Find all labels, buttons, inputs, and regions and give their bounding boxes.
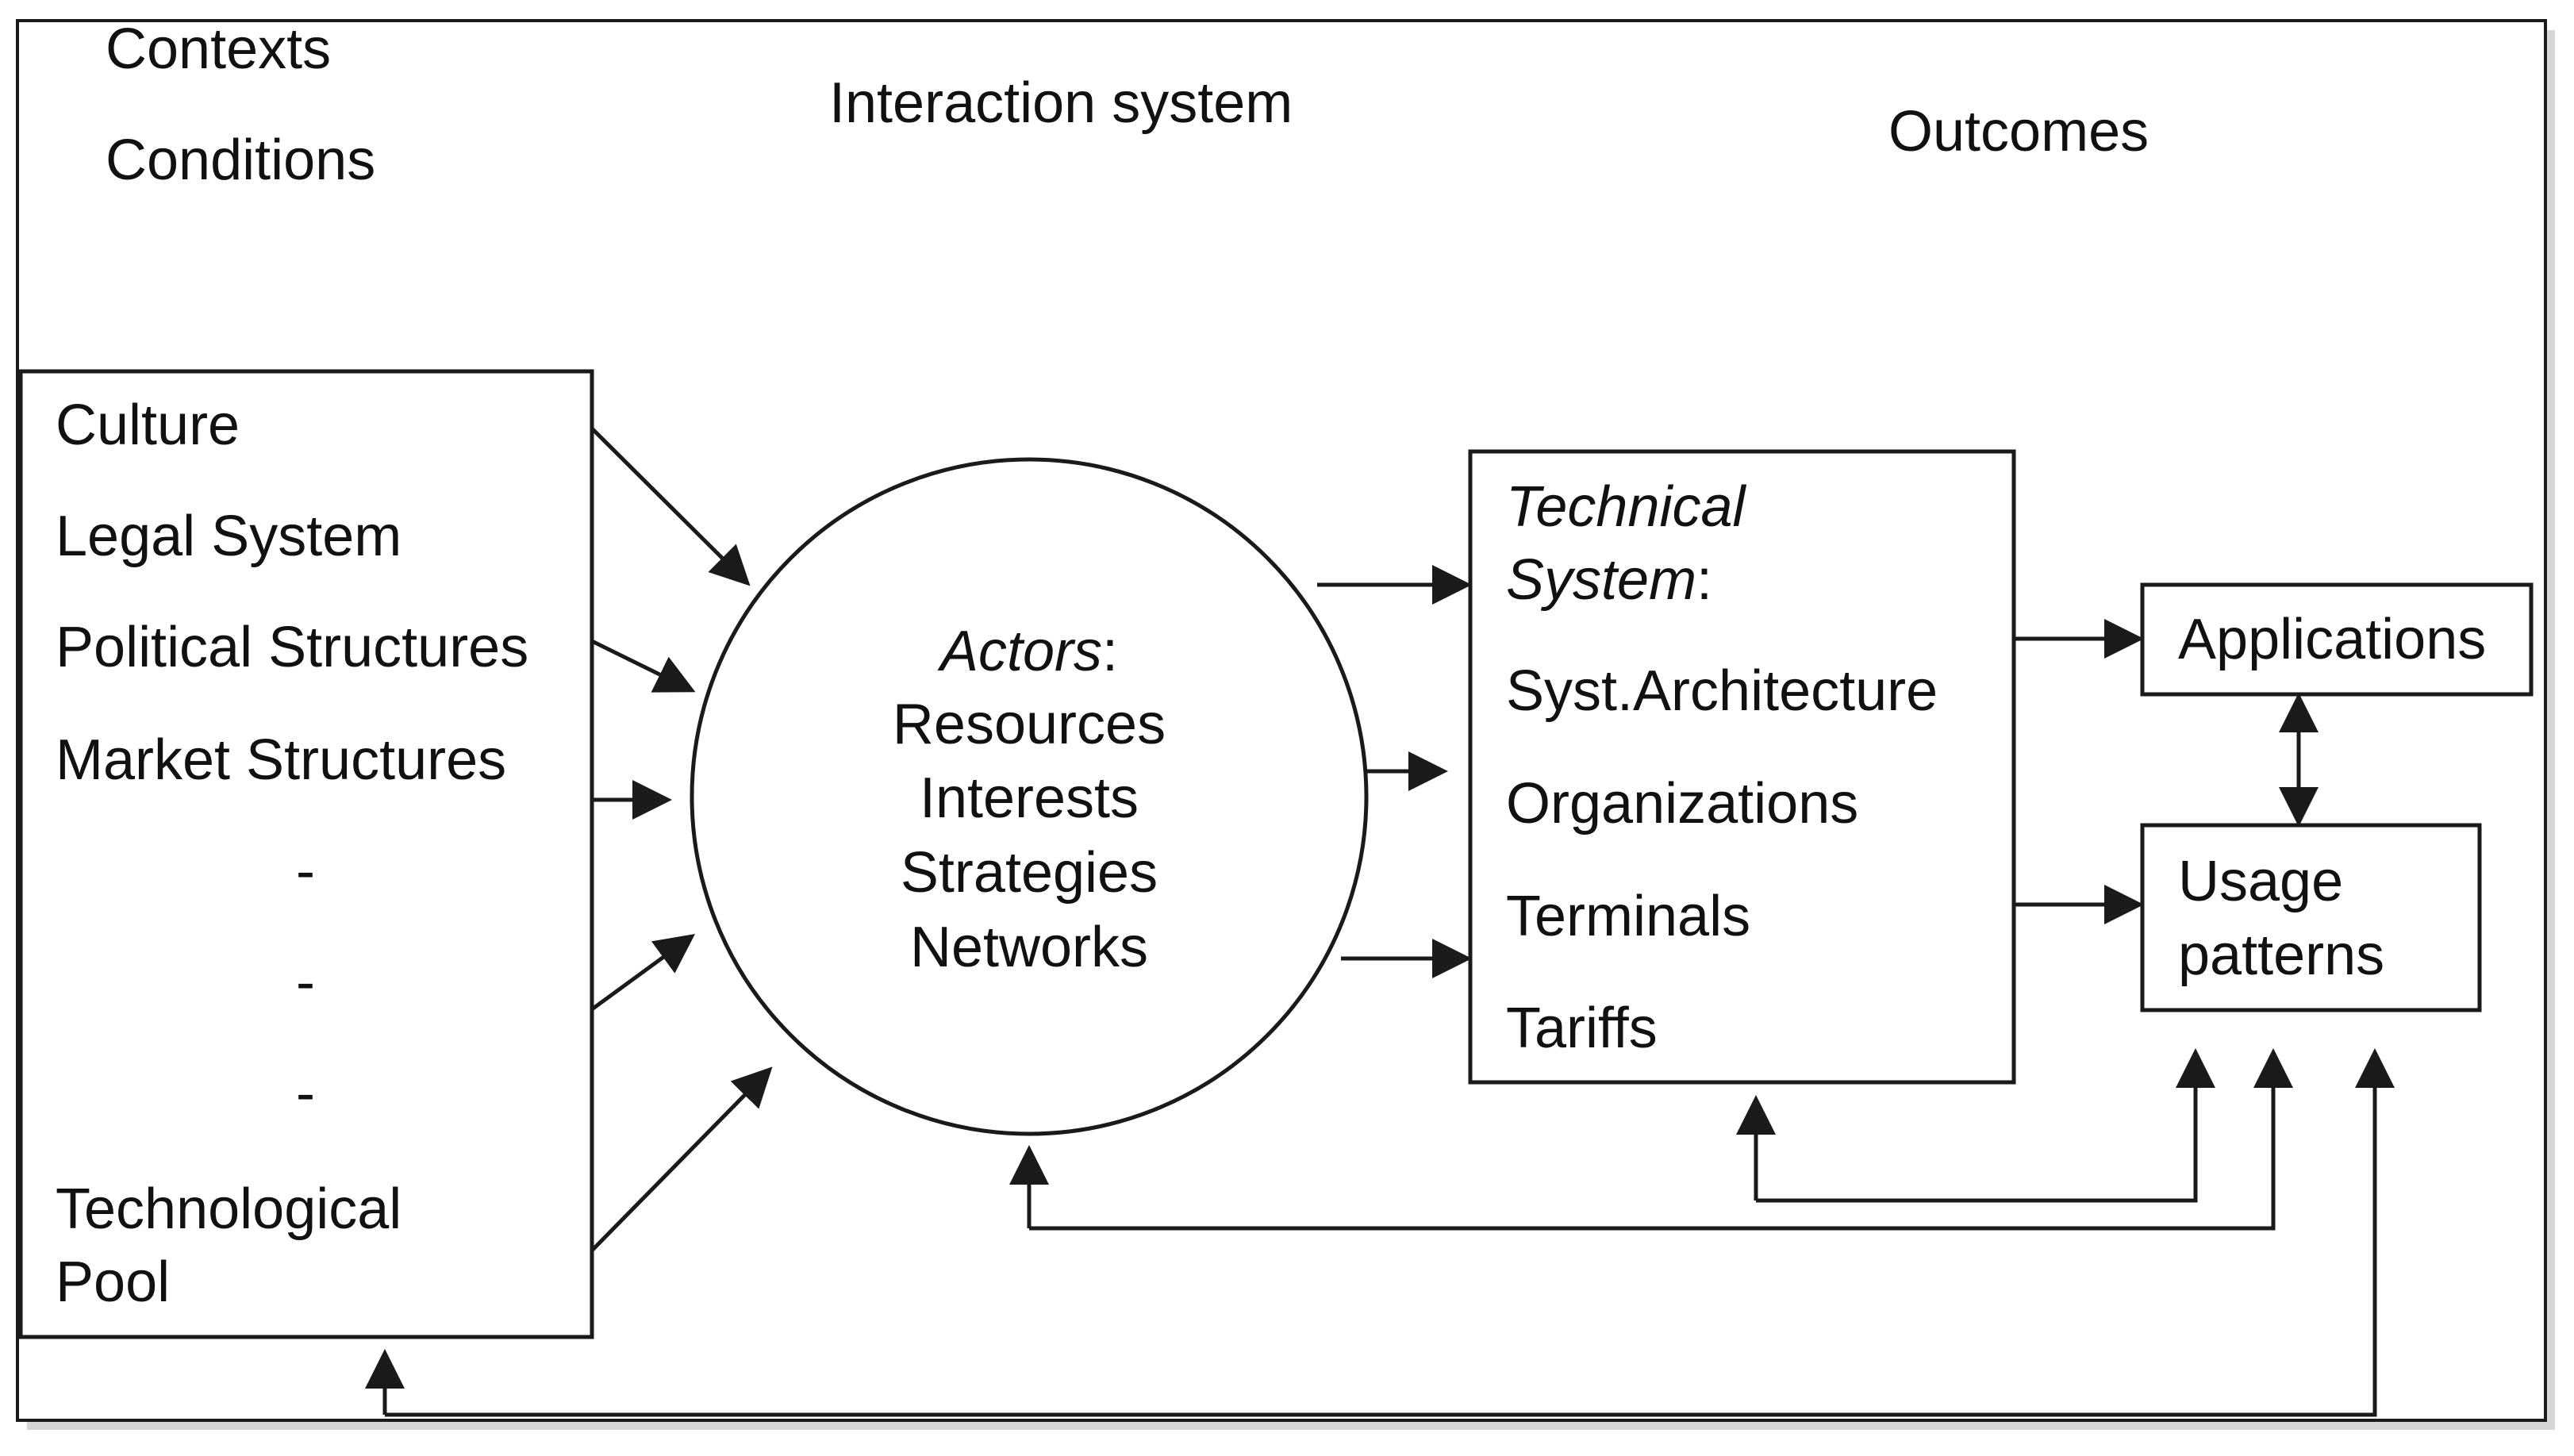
arrow-political-to-actors	[590, 639, 696, 693]
technical-item-organizations: Organizations	[1506, 772, 1858, 836]
usage-patterns-label-line2: patterns	[2178, 924, 2384, 987]
context-item-political-structures: Political Structures	[56, 616, 528, 679]
context-item-legal-system: Legal System	[56, 505, 401, 568]
actors-item-interests: Interests	[920, 766, 1139, 830]
header-contexts: Contexts	[106, 17, 331, 81]
applications-box	[2140, 582, 2534, 697]
contexts-box	[18, 369, 594, 1339]
context-item-technological-pool-line2: Pool	[56, 1250, 170, 1314]
actors-title: Actors:	[937, 620, 1118, 683]
technical-system-title-line2: System:	[1506, 548, 1712, 612]
context-item-placeholder: -	[296, 839, 315, 903]
context-item-culture: Culture	[56, 394, 240, 457]
context-item-market-structures: Market Structures	[56, 728, 506, 792]
actors-item-strategies: Strategies	[901, 841, 1158, 905]
actors-item-networks: Networks	[910, 916, 1148, 979]
technical-system-title-line1: Technical	[1506, 475, 1747, 539]
arrow-technological-pool-to-actors	[590, 1066, 773, 1252]
feedback-to-technical-system	[1756, 1054, 2198, 1203]
usage-patterns-label-line1: Usage	[2178, 850, 2343, 913]
technical-item-tariffs: Tariffs	[1506, 997, 1658, 1060]
header-interaction-system: Interaction system	[829, 71, 1293, 135]
applications-label: Applications	[2178, 608, 2486, 671]
technical-item-terminals: Terminals	[1506, 885, 1750, 948]
technical-item-syst-architecture: Syst.Architecture	[1506, 659, 1938, 723]
technical-system-box	[1468, 449, 2016, 1085]
arrow-culture-to-actors	[590, 427, 751, 586]
actors-circle	[690, 457, 1369, 1136]
context-item-placeholder: -	[296, 951, 315, 1014]
feedback-to-contexts	[385, 1054, 2377, 1417]
context-item-placeholder: -	[296, 1062, 315, 1125]
header-outcomes: Outcomes	[1888, 100, 2149, 163]
arrow-placeholder-to-actors	[590, 934, 696, 1012]
actors-item-resources: Resources	[893, 693, 1166, 756]
header-conditions: Conditions	[106, 129, 375, 192]
context-item-technological-pool-line1: Technological	[56, 1177, 401, 1241]
feedback-to-actors	[1029, 1054, 2276, 1231]
